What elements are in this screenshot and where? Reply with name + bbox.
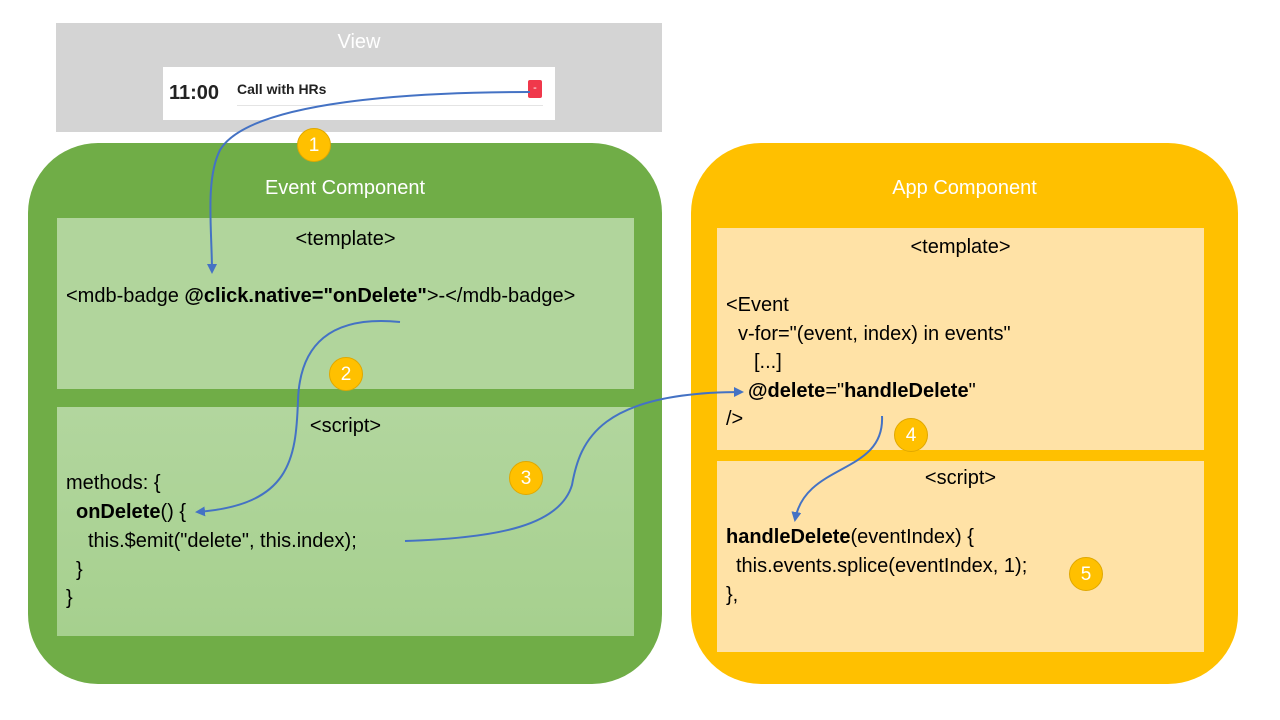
event-script-line1: methods: { bbox=[66, 472, 161, 494]
arrow-4 bbox=[791, 415, 884, 522]
event-template-panel: <template> <mdb-badge @click.native="onD… bbox=[57, 218, 634, 389]
event-title: Call with HRs bbox=[237, 81, 327, 97]
step-badge-3: 3 bbox=[509, 461, 543, 495]
code-handler-name: handleDelete bbox=[844, 380, 969, 402]
delete-badge[interactable]: - bbox=[528, 80, 542, 98]
event-script-panel: <script> methods: { onDelete() { this.$e… bbox=[57, 407, 634, 636]
event-script-line2: onDelete() { bbox=[76, 498, 186, 527]
app-template-panel: <template> <Event v-for="(event, index) … bbox=[717, 228, 1204, 450]
app-script-panel: <script> handleDelete(eventIndex) { this… bbox=[717, 461, 1204, 652]
arrow-2 bbox=[195, 320, 401, 517]
code-click-handler: @click.native="onDelete" bbox=[184, 285, 427, 307]
app-template-line4: @delete="handleDelete" bbox=[748, 377, 976, 406]
arrow-1 bbox=[206, 91, 531, 274]
code-text: >-</mdb-badge> bbox=[426, 285, 576, 307]
event-template-header: <template> bbox=[295, 228, 396, 250]
event-component-title: Event Component bbox=[264, 177, 426, 199]
code-text: " bbox=[968, 380, 976, 402]
view-title: View bbox=[337, 31, 381, 53]
app-template-line1: <Event bbox=[726, 294, 789, 316]
view-box: View 11:00 Call with HRs - bbox=[56, 23, 662, 132]
app-template-line2: v-for="(event, index) in events" bbox=[738, 323, 1011, 345]
arrow-3 bbox=[404, 387, 744, 542]
event-script-line5: } bbox=[66, 587, 73, 609]
code-text: <mdb-badge bbox=[66, 285, 185, 307]
code-event-name: @delete bbox=[748, 380, 826, 402]
app-template-line5: /> bbox=[726, 408, 744, 430]
event-time: 11:00 bbox=[169, 82, 220, 104]
code-text: =" bbox=[825, 380, 845, 402]
step-badge-2: 2 bbox=[329, 357, 363, 391]
code-text: () { bbox=[160, 501, 187, 523]
app-template-line3: [...] bbox=[754, 351, 782, 373]
event-script-header: <script> bbox=[309, 415, 382, 437]
code-method-name: onDelete bbox=[76, 501, 161, 523]
app-script-line1: handleDelete(eventIndex) { bbox=[726, 523, 974, 552]
event-template-line: <mdb-badge @click.native="onDelete">-</m… bbox=[66, 282, 575, 311]
code-method-name: handleDelete bbox=[726, 526, 851, 548]
step-badge-1: 1 bbox=[297, 128, 331, 162]
app-template-header: <template> bbox=[910, 236, 1011, 258]
event-card: 11:00 Call with HRs - bbox=[163, 67, 555, 120]
event-script-line4: } bbox=[76, 559, 83, 581]
step-badge-5: 5 bbox=[1069, 557, 1103, 591]
event-script-line3: this.$emit("delete", this.index); bbox=[88, 530, 357, 552]
app-script-line3: }, bbox=[726, 584, 739, 606]
event-divider bbox=[237, 105, 543, 106]
app-component-title: App Component bbox=[892, 177, 1037, 199]
step-badge-4: 4 bbox=[894, 418, 928, 452]
app-script-header: <script> bbox=[924, 467, 997, 489]
app-script-line2: this.events.splice(eventIndex, 1); bbox=[736, 555, 1028, 577]
code-text: (eventIndex) { bbox=[850, 526, 974, 548]
